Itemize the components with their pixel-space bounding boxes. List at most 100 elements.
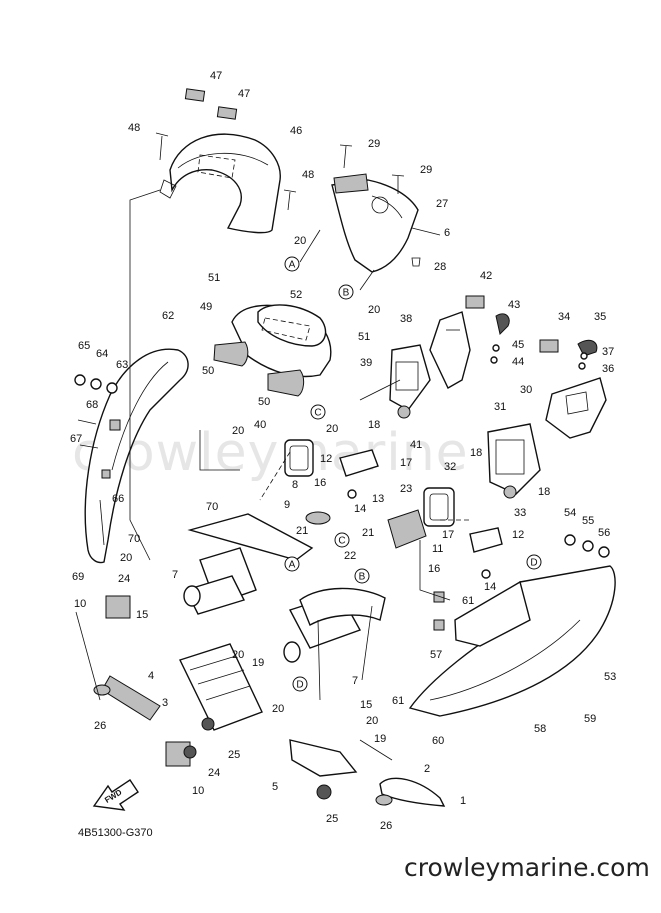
callout-17: 17 (442, 529, 454, 541)
callout-7: 7 (352, 675, 358, 687)
reference-marker-a: A (284, 256, 300, 272)
callout-54: 54 (564, 507, 576, 519)
parts-50-pads (213, 341, 305, 397)
callout-56: 56 (598, 527, 610, 539)
part-30-duct-cover (545, 377, 607, 439)
callout-38: 38 (400, 313, 412, 325)
callout-8: 8 (292, 479, 298, 491)
callout-24: 24 (118, 573, 130, 585)
bolts-54-56 (564, 534, 610, 558)
callout-10: 10 (74, 598, 86, 610)
part-26b-grommet (375, 794, 393, 806)
callout-20: 20 (272, 703, 284, 715)
callout-3: 3 (162, 697, 168, 709)
callout-55: 55 (582, 515, 594, 527)
callout-65: 65 (78, 340, 90, 352)
callout-67: 67 (70, 433, 82, 445)
callout-52: 52 (290, 289, 302, 301)
callout-24: 24 (208, 767, 220, 779)
part-23-grille (387, 509, 427, 549)
part-10a-pad (105, 595, 131, 619)
callout-34: 34 (558, 311, 570, 323)
reference-marker-d: D (292, 676, 308, 692)
callout-labels: 4747464848292927628202051524951424345443… (70, 70, 616, 832)
callout-20: 20 (368, 304, 380, 316)
callout-21: 21 (362, 527, 374, 539)
callout-69: 69 (72, 571, 84, 583)
callout-23: 23 (400, 483, 412, 495)
callout-50: 50 (258, 396, 270, 408)
callout-28: 28 (434, 261, 446, 273)
callout-20: 20 (120, 552, 132, 564)
callout-63: 63 (116, 359, 128, 371)
callout-41: 41 (410, 439, 422, 451)
reference-letter: D (530, 558, 537, 569)
callout-30: 30 (520, 384, 532, 396)
callout-16: 16 (314, 477, 326, 489)
callout-70: 70 (128, 533, 140, 545)
callout-48: 48 (302, 169, 314, 181)
callout-45: 45 (512, 339, 524, 351)
callout-14: 14 (484, 581, 496, 593)
callout-29: 29 (368, 138, 380, 150)
callout-40: 40 (254, 419, 266, 431)
callout-61: 61 (462, 595, 474, 607)
callout-17: 17 (400, 457, 412, 469)
callout-20: 20 (366, 715, 378, 727)
callout-12: 12 (320, 453, 332, 465)
reference-letter: B (359, 572, 366, 583)
part-3-footboard-left (101, 643, 263, 731)
callout-26: 26 (380, 820, 392, 832)
callout-7: 7 (172, 569, 178, 581)
callout-4: 4 (148, 670, 154, 682)
callout-12: 12 (512, 529, 524, 541)
callout-25: 25 (228, 749, 240, 761)
part-40-seal (284, 439, 314, 477)
reference-letter: A (289, 260, 296, 271)
callout-44: 44 (512, 356, 524, 368)
callout-49: 49 (200, 301, 212, 313)
callout-18: 18 (368, 419, 380, 431)
callout-18: 18 (538, 486, 550, 498)
screws-48 (155, 132, 297, 211)
callout-60: 60 (432, 735, 444, 747)
part-46-front-cowl (159, 133, 281, 234)
part-62-left-side-cover (84, 348, 189, 564)
callout-29: 29 (420, 164, 432, 176)
callout-68: 68 (86, 399, 98, 411)
callout-51: 51 (208, 272, 220, 284)
part-9-grommet (305, 511, 331, 525)
callout-50: 50 (202, 365, 214, 377)
reference-marker-b: B (338, 284, 354, 300)
callout-6: 6 (444, 227, 450, 239)
part-39-duct (389, 344, 431, 419)
callout-62: 62 (162, 310, 174, 322)
callout-35: 35 (594, 311, 606, 323)
callout-53: 53 (604, 671, 616, 683)
callout-19: 19 (252, 657, 264, 669)
callout-11: 11 (432, 543, 443, 555)
reference-marker-c: C (310, 404, 326, 420)
reference-marker-d: D (526, 554, 542, 570)
callout-10: 10 (192, 785, 204, 797)
diagram-code: 4B51300-G370 (78, 827, 153, 839)
bolts-63-65 (74, 374, 118, 449)
part-1-cover (379, 777, 446, 807)
callout-32: 32 (444, 461, 456, 473)
callout-46: 46 (290, 125, 302, 137)
callout-13: 13 (372, 493, 384, 505)
callout-61: 61 (392, 695, 404, 707)
callout-20: 20 (232, 649, 244, 661)
callout-57: 57 (430, 649, 442, 661)
reference-letter: B (343, 288, 350, 299)
brackets-12-17 (339, 449, 503, 579)
leader-lines (75, 189, 470, 761)
callout-31: 31 (494, 401, 506, 413)
reference-marker-a: A (284, 556, 300, 572)
callout-25: 25 (326, 813, 338, 825)
callout-15: 15 (360, 699, 372, 711)
callout-39: 39 (360, 357, 372, 369)
part-38-panel (429, 311, 471, 389)
callout-2: 2 (424, 763, 430, 775)
callout-33: 33 (514, 507, 526, 519)
